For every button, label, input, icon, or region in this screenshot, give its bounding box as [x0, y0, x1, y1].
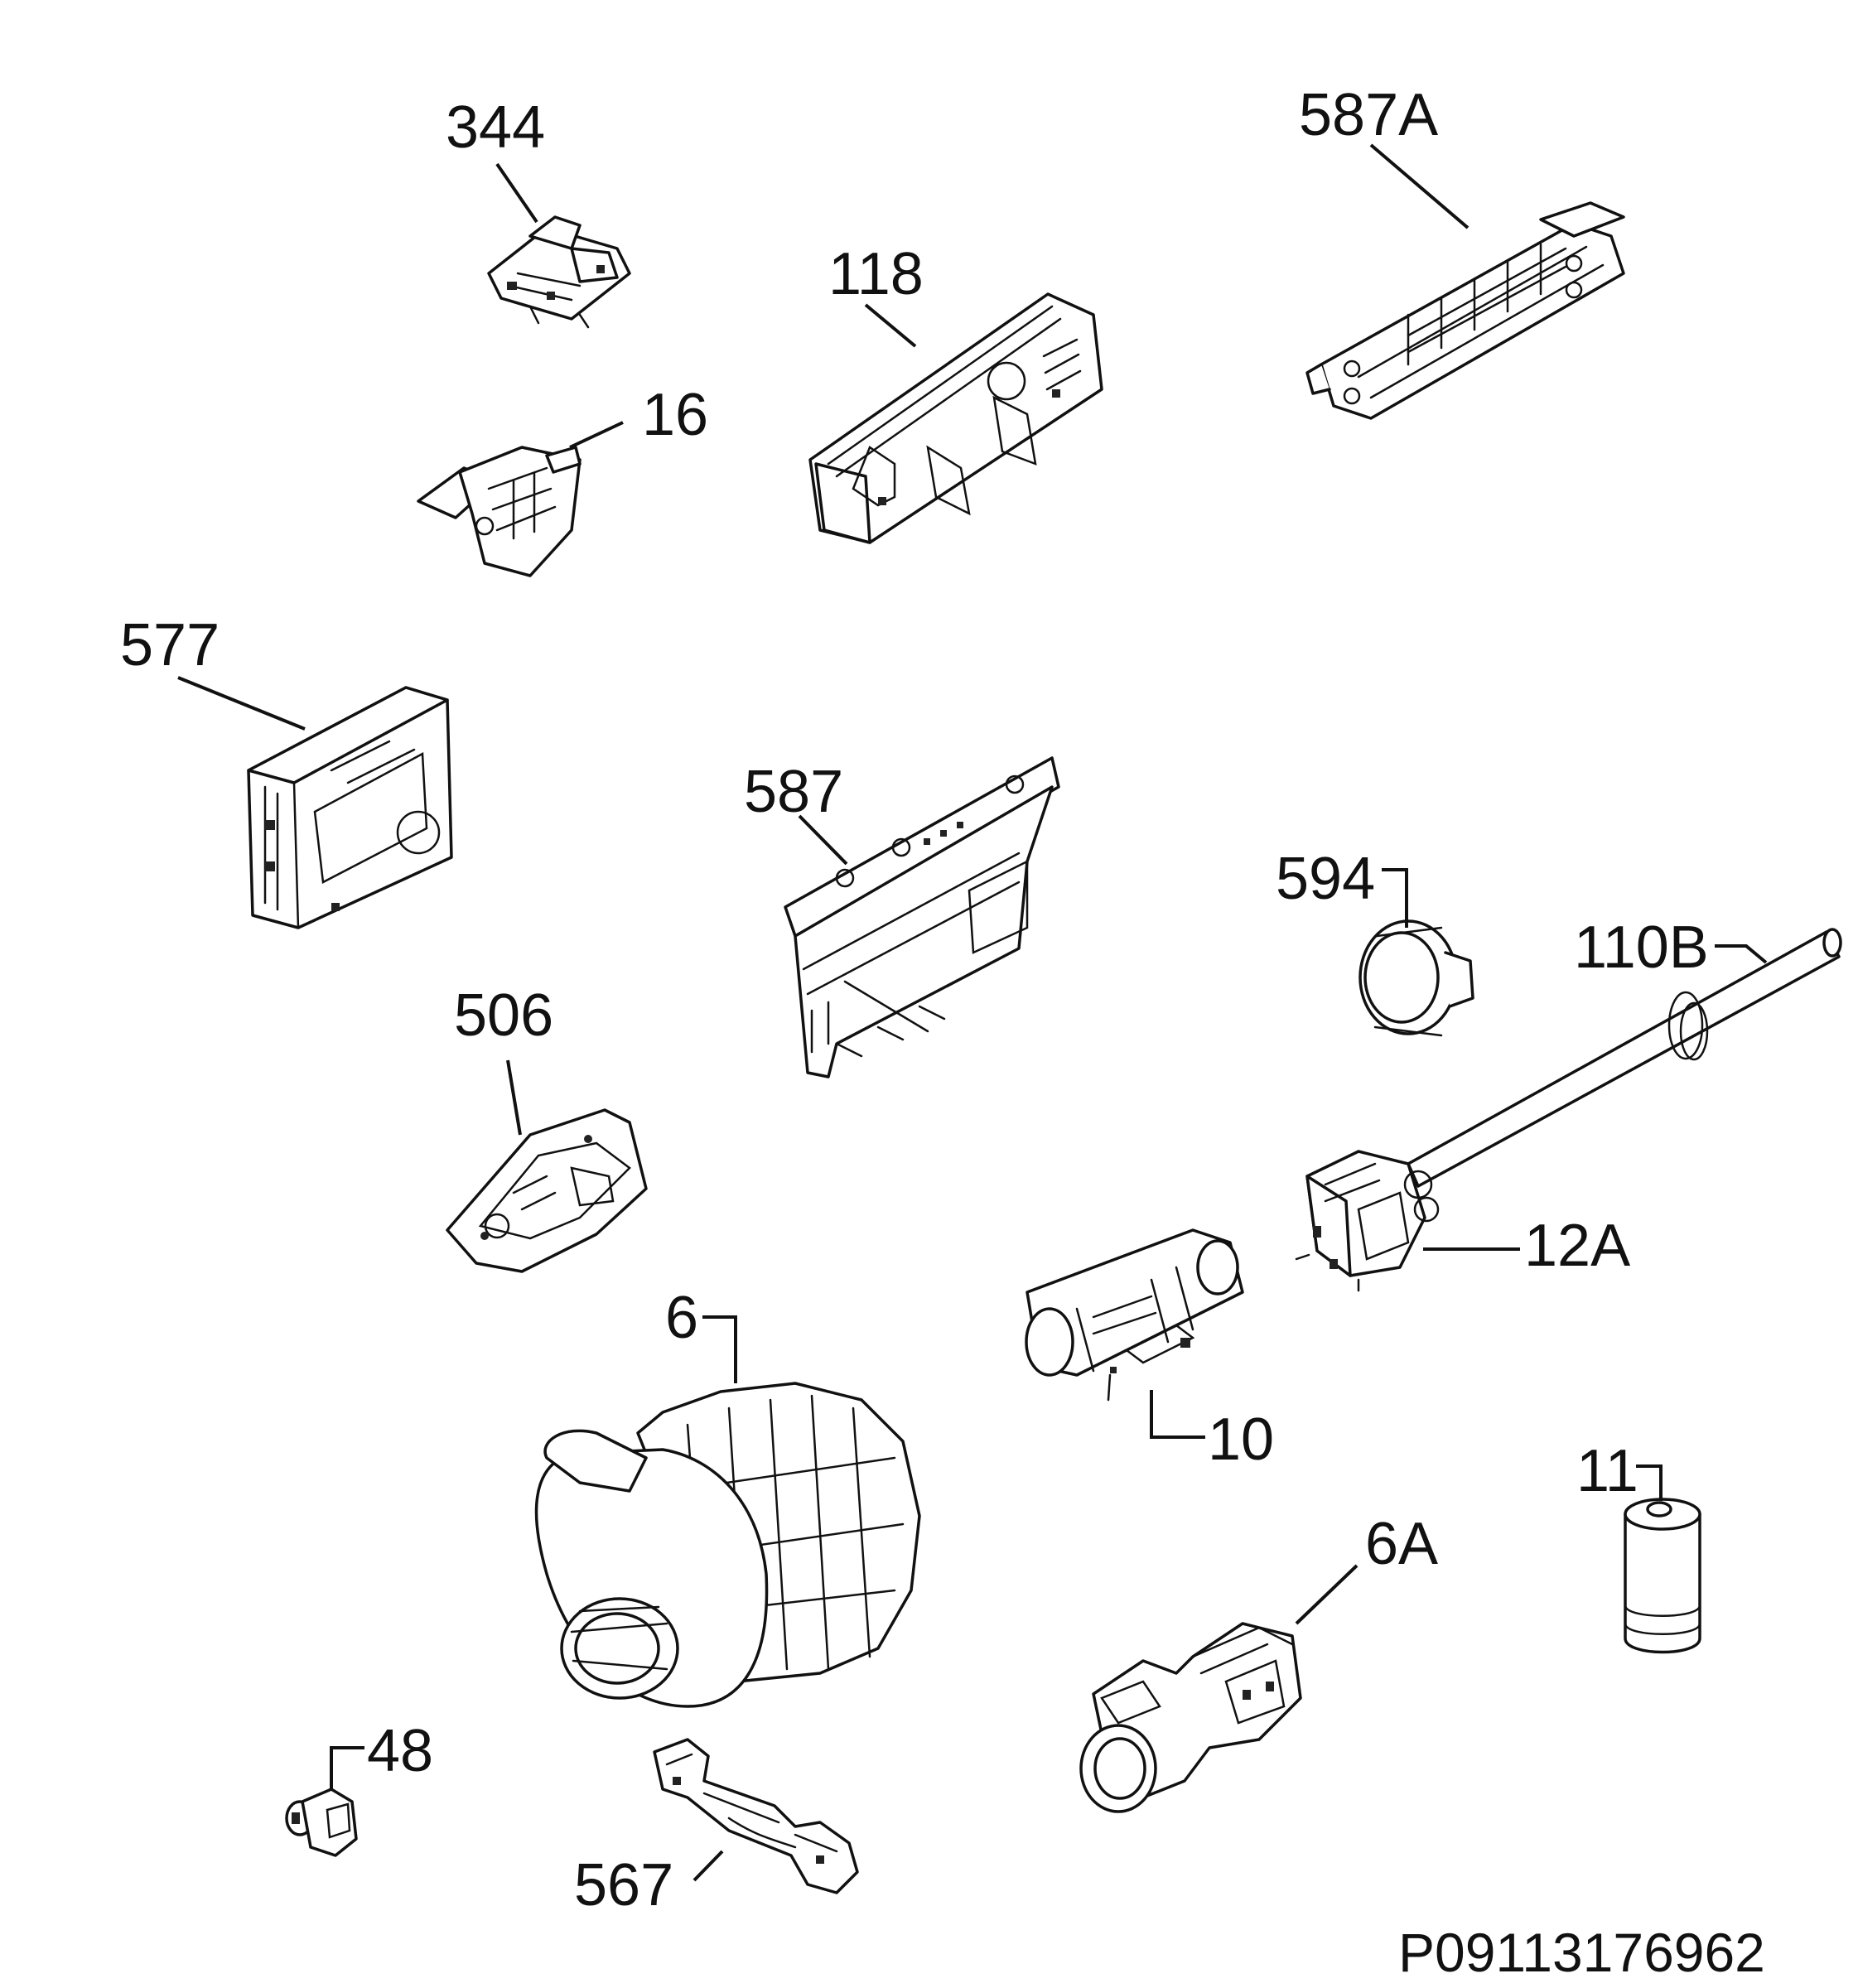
leader-587A [1369, 143, 1470, 229]
label-587A: 587A [1299, 82, 1438, 148]
part-567: 567 [574, 1738, 859, 1918]
part-587A: 587A [1299, 82, 1625, 420]
label-110B: 110B [1574, 914, 1709, 981]
leader-577 [177, 676, 306, 731]
label-16: 16 [642, 382, 708, 448]
door-switch-icon [417, 446, 582, 577]
label-567: 567 [574, 1852, 673, 1918]
label-6A: 6A [1365, 1511, 1438, 1577]
electronic-module-icon [808, 292, 1103, 544]
label-10: 10 [1208, 1407, 1274, 1473]
leader-11 [1636, 1464, 1663, 1501]
leader-16 [569, 421, 624, 449]
heater-icon [1025, 1228, 1244, 1402]
leader-594 [1382, 868, 1408, 928]
switch-icon [487, 215, 631, 329]
leader-567 [693, 1850, 724, 1882]
leader-506 [506, 1059, 522, 1136]
pump-connector-icon [1295, 1150, 1440, 1292]
leader-6A [1295, 1564, 1359, 1625]
label-587: 587 [744, 759, 843, 825]
part-12A: 12A [1295, 1150, 1630, 1292]
tube-icon [1407, 928, 1842, 1188]
drain-pump-icon [1079, 1622, 1302, 1813]
control-panel-board-icon [1305, 201, 1625, 420]
leader-118 [864, 303, 917, 348]
label-506: 506 [454, 982, 553, 1049]
leader-587 [798, 814, 848, 866]
label-577: 577 [120, 612, 220, 678]
label-594: 594 [1276, 846, 1375, 912]
label-12A: 12A [1524, 1213, 1630, 1279]
label-118: 118 [828, 241, 924, 307]
label-48: 48 [367, 1718, 433, 1784]
knob-ring-icon [1359, 919, 1474, 1037]
leader-6 [702, 1315, 737, 1383]
part-506: 506 [446, 982, 648, 1273]
leader-110B [1715, 944, 1768, 964]
part-6: 6 [534, 1285, 921, 1708]
label-344: 344 [446, 94, 545, 161]
label-11: 11 [1576, 1438, 1638, 1504]
part-110B: 110B [1407, 914, 1842, 1188]
holder-icon [446, 1108, 648, 1273]
part-587: 587 [744, 756, 1060, 1078]
pcb-bracket-icon [784, 756, 1060, 1078]
leader-48 [330, 1746, 364, 1789]
module-housing-icon [247, 686, 453, 929]
part-577: 577 [120, 612, 453, 929]
capacitor-icon [1624, 1498, 1701, 1654]
leader-344 [495, 162, 538, 224]
part-11: 11 [1576, 1438, 1701, 1654]
part-6A: 6A [1079, 1511, 1438, 1813]
part-48: 48 [285, 1718, 433, 1857]
bracket-clip-icon [653, 1738, 859, 1894]
motor-pump-icon [534, 1382, 921, 1708]
drawing-code: P09113176962 [1398, 1922, 1765, 1983]
part-10: 10 [1025, 1228, 1274, 1473]
part-344: 344 [446, 94, 631, 329]
leader-10 [1150, 1390, 1205, 1439]
plug-icon [285, 1788, 358, 1857]
part-594: 594 [1276, 846, 1474, 1037]
part-16: 16 [417, 382, 708, 577]
part-118: 118 [808, 241, 1103, 544]
label-6: 6 [665, 1285, 698, 1351]
